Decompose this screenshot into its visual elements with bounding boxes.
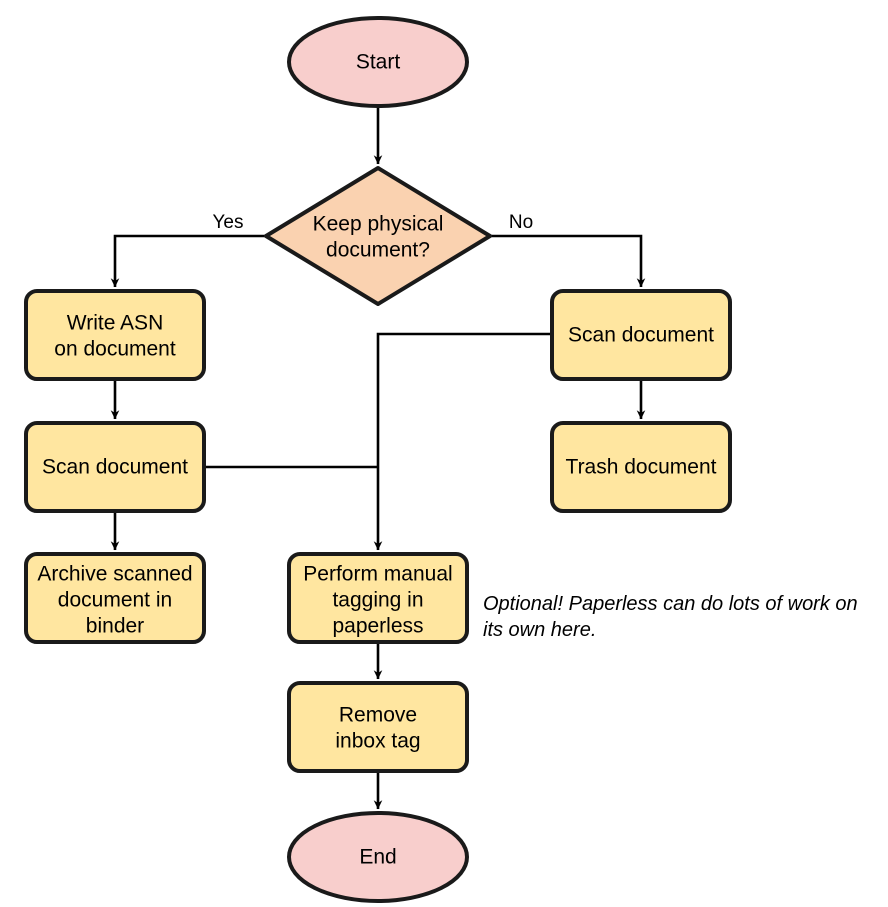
optional-note-line1: Optional! Paperless can do lots of work … [483, 593, 858, 615]
node-scan-document-left[interactable]: Scan document [24, 421, 206, 513]
edge-label-no: No [509, 212, 533, 233]
node-trash-label: Trash document [566, 456, 717, 479]
edge-decision-no-to-scan-right [490, 234, 646, 288]
node-write-asn-label-line1: Write ASN [67, 312, 163, 335]
edge-label-layer: Yes No [213, 212, 534, 233]
node-decision-label-line2: document? [326, 239, 430, 262]
node-scan-right-label: Scan document [568, 324, 714, 347]
node-scan-right-shape[interactable] [550, 289, 732, 381]
node-write-asn-shape[interactable] [24, 289, 206, 381]
edge-scan-right-to-manual-tagging [373, 332, 552, 551]
node-remove-inbox-label-line1: Remove [339, 704, 417, 727]
node-manual-tagging[interactable]: Perform manual tagging in paperless [287, 552, 469, 644]
node-archive-binder-label-line3: binder [86, 615, 144, 638]
node-scan-left-label: Scan document [42, 456, 188, 479]
node-trash-shape[interactable] [550, 421, 732, 513]
node-write-asn-label-line2: on document [54, 338, 176, 361]
node-remove-inbox-tag[interactable]: Remove inbox tag [287, 681, 469, 773]
node-start[interactable]: Start [287, 16, 469, 108]
edge-label-yes: Yes [213, 212, 244, 233]
node-archive-binder-label-line2: document in [58, 589, 172, 612]
node-archive-binder[interactable]: Archive scanned document in binder [24, 552, 206, 644]
node-scan-document-right[interactable]: Scan document [550, 289, 732, 381]
node-layer: Start Keep physical document? Write ASN … [24, 16, 732, 903]
node-manual-tagging-label-line3: paperless [332, 615, 423, 638]
annotation-layer: Optional! Paperless can do lots of work … [483, 593, 858, 641]
node-end-shape[interactable] [287, 811, 469, 903]
node-start-label: Start [356, 51, 401, 74]
node-remove-inbox-label-line2: inbox tag [335, 730, 420, 753]
edge-decision-yes-to-write-asn [110, 234, 266, 288]
node-decision-keep-physical[interactable]: Keep physical document? [264, 166, 492, 306]
node-manual-tagging-label-line2: tagging in [332, 589, 423, 612]
edge-layer [110, 106, 646, 810]
node-remove-inbox-shape[interactable] [287, 681, 469, 773]
node-archive-binder-shape[interactable] [24, 552, 206, 644]
node-manual-tagging-shape[interactable] [287, 552, 469, 644]
node-start-shape[interactable] [287, 16, 469, 108]
node-decision-shape[interactable] [264, 166, 492, 306]
node-scan-left-shape[interactable] [24, 421, 206, 513]
node-archive-binder-label-line1: Archive scanned [37, 563, 192, 586]
node-end[interactable]: End [287, 811, 469, 903]
node-write-asn[interactable]: Write ASN on document [24, 289, 206, 381]
node-end-label: End [359, 846, 396, 869]
node-manual-tagging-label-line1: Perform manual [303, 563, 452, 586]
node-decision-label-line1: Keep physical [313, 213, 444, 236]
node-trash-document[interactable]: Trash document [550, 421, 732, 513]
optional-note-line2: its own here. [483, 619, 596, 641]
